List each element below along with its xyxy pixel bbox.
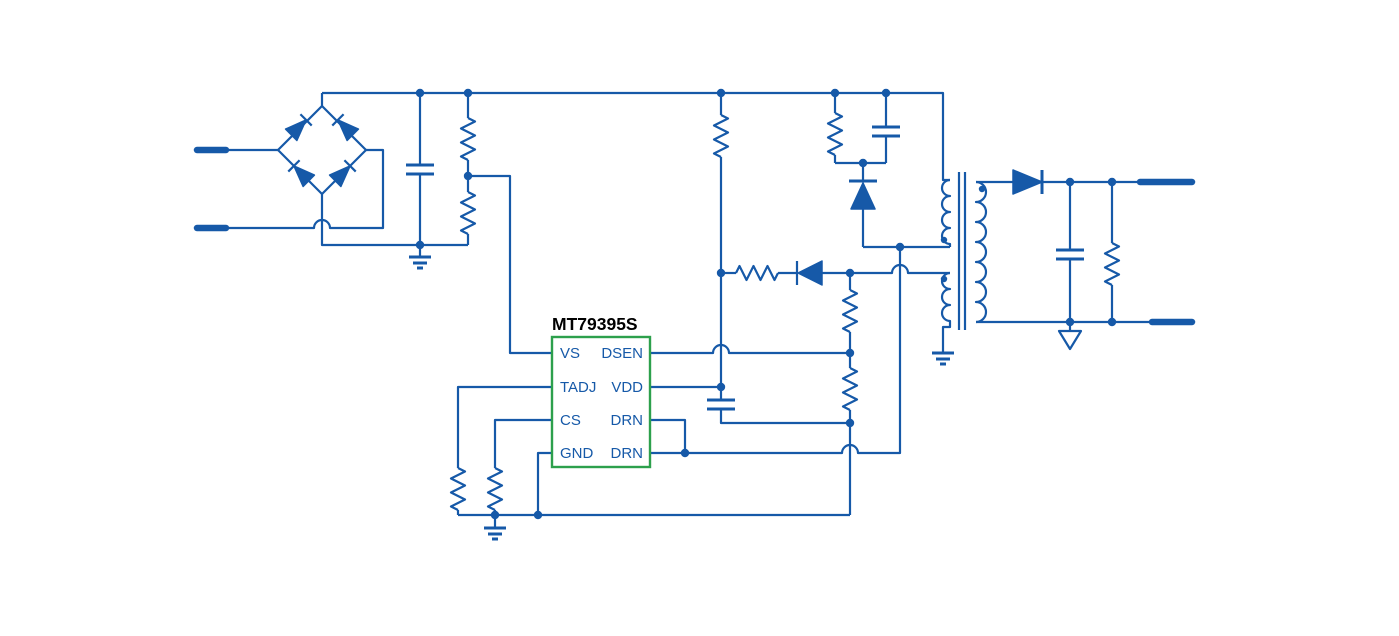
primary-winding xyxy=(940,178,952,247)
ic-title: MT79395S xyxy=(552,314,638,334)
secondary-polarity-dot xyxy=(978,185,986,193)
transformer xyxy=(940,172,988,352)
vs-divider-resistor-lower xyxy=(459,176,477,245)
vdd-capacitor xyxy=(707,387,850,425)
pin-label-cs: CS xyxy=(560,412,581,429)
dsen-wire xyxy=(650,343,850,355)
cs-resistor xyxy=(486,418,552,515)
ic-outline xyxy=(550,335,652,469)
bridge-diode-upper-right xyxy=(331,113,360,142)
aux-polarity-dot xyxy=(940,275,948,283)
pin-label-tadj: TADJ xyxy=(560,379,596,396)
gnd-wire xyxy=(536,451,552,515)
drn-bottom-wire xyxy=(650,247,902,455)
output-capacitor xyxy=(1056,182,1084,322)
snubber-capacitor xyxy=(872,93,900,163)
snubber-diode xyxy=(849,163,877,247)
primary-polarity-dot xyxy=(940,236,948,244)
ic-mt79395s: MT79395S VS TADJ CS GND DSEN VDD DRN DRN xyxy=(550,314,652,469)
vdd-charge-resistor xyxy=(721,264,797,282)
bridge-diode-lower-right xyxy=(328,159,357,188)
pin-label-drn-2: DRN xyxy=(611,445,644,462)
startup-resistor xyxy=(712,93,730,273)
transformer-core xyxy=(957,172,967,330)
bulk-capacitor xyxy=(406,93,434,245)
bridge-diode-lower-left xyxy=(287,159,316,188)
aux-winding xyxy=(940,271,952,352)
bridge-diode-upper-left xyxy=(284,113,313,142)
vs-divider-resistor-upper xyxy=(459,93,477,176)
dsen-divider-resistor-lower xyxy=(841,353,859,423)
load-resistor xyxy=(1103,182,1121,322)
bridge-rectifier xyxy=(276,93,468,247)
tadj-resistor xyxy=(449,385,552,515)
pin-label-drn-1: DRN xyxy=(611,412,644,429)
dsen-divider-resistor-upper xyxy=(841,273,859,353)
pin-label-vdd: VDD xyxy=(611,379,643,396)
pin-label-vs: VS xyxy=(560,345,580,362)
primary-ground-symbol xyxy=(409,245,431,270)
junction-dots xyxy=(415,88,1117,520)
hv-bus-rail xyxy=(322,91,950,182)
input-terminal-bottom xyxy=(193,148,385,232)
vdd-charge-diode xyxy=(795,260,850,286)
drn-top-wire xyxy=(650,418,687,453)
pin-label-gnd: GND xyxy=(560,445,594,462)
output-diode xyxy=(976,169,1140,195)
aux-ground-symbol xyxy=(932,351,954,366)
pin-label-dsen: DSEN xyxy=(601,345,643,362)
snubber-resistor xyxy=(826,93,844,163)
vs-wire xyxy=(468,174,552,355)
secondary-winding xyxy=(974,180,988,324)
